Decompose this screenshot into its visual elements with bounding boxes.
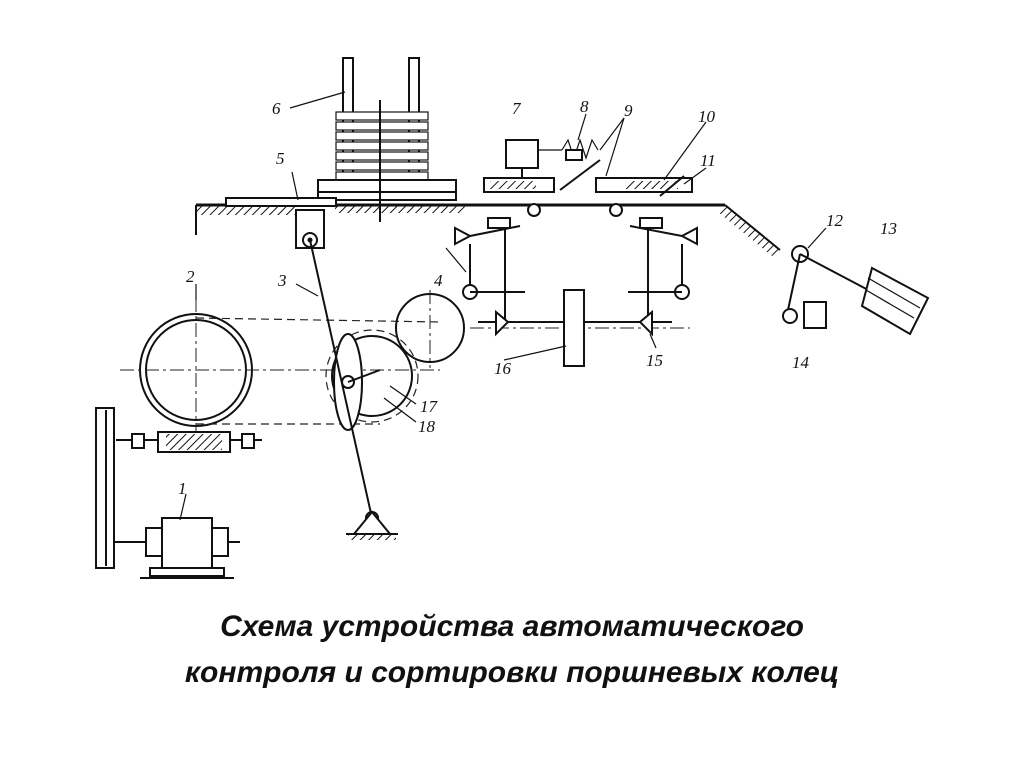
measuring-unit-left: [483, 138, 599, 217]
label-10: 10: [698, 107, 716, 126]
label-1: 1: [178, 479, 187, 498]
label-9: 9: [624, 101, 633, 120]
part-labels: 1 2 3 4 5 6 7 8 9 10 11 12 13 14 15 16 1…: [178, 97, 897, 498]
cam-shaft: [470, 289, 690, 367]
mechanism-diagram: 1 2 3 4 5 6 7 8 9 10 11 12 13 14 15 16 1…: [95, 57, 930, 579]
label-17: 17: [420, 397, 439, 416]
label-12: 12: [826, 211, 844, 230]
pusher-slider: [225, 197, 337, 249]
sorting-chute: [782, 245, 930, 336]
label-15: 15: [646, 351, 663, 370]
label-3: 3: [277, 271, 287, 290]
label-2: 2: [186, 267, 195, 286]
label-6: 6: [272, 99, 281, 118]
label-4: 4: [434, 271, 443, 290]
label-16: 16: [494, 359, 512, 378]
label-7: 7: [512, 99, 522, 118]
ring-magazine: [317, 57, 457, 222]
lever-system: [454, 175, 698, 322]
label-5: 5: [276, 149, 285, 168]
caption-line-1: Схема устройства автоматического: [220, 610, 804, 643]
label-18: 18: [418, 417, 436, 436]
caption-line-2: контроля и сортировки поршневых колец: [184, 656, 840, 689]
label-8: 8: [580, 97, 589, 116]
label-14: 14: [792, 353, 810, 372]
label-11: 11: [700, 151, 716, 170]
leader-lines: [179, 91, 827, 521]
label-13: 13: [880, 219, 897, 238]
drive-train: [95, 239, 465, 579]
diagram-caption: Схема устройства автоматического контрол…: [0, 604, 1024, 696]
